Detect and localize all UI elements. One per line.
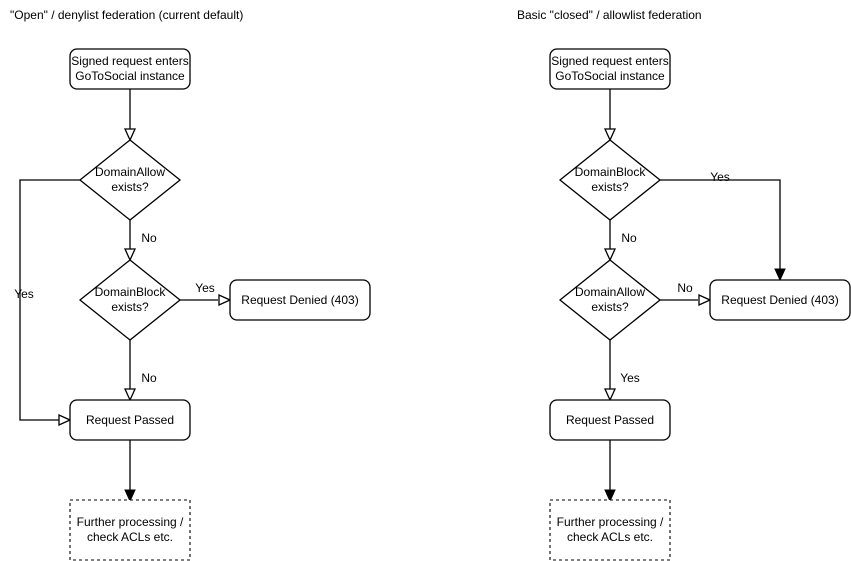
right-edge-decision1-yes-to-denied	[660, 179, 786, 282]
arrowhead-open-icon	[123, 248, 137, 262]
left-decision2-node	[78, 259, 182, 341]
arrowhead-open-icon	[698, 293, 712, 307]
right-further-node	[549, 499, 671, 561]
left-edge-decision2-yes-to-denied	[180, 293, 232, 307]
left-start-node	[69, 48, 191, 90]
arrowhead-open-icon	[58, 413, 72, 427]
right-flow-shapes	[549, 48, 851, 561]
arrowhead-open-icon	[123, 128, 137, 142]
right-decision2-node	[558, 259, 662, 341]
left-denied-node	[229, 279, 371, 321]
left-decision1-node	[78, 139, 182, 221]
left-flow-title: "Open" / denylist federation (current de…	[10, 8, 244, 22]
left-edge-start-to-decision1	[123, 89, 137, 142]
arrowhead-open-icon	[603, 128, 617, 142]
right-edge-passed-to-further	[604, 440, 616, 503]
arrowhead-filled-icon	[604, 489, 616, 503]
left-edge-passed-to-further	[124, 440, 136, 503]
arrowhead-open-icon	[123, 388, 137, 402]
right-start-node	[549, 48, 671, 90]
right-decision1-node	[558, 139, 662, 221]
arrowhead-filled-icon	[774, 268, 786, 282]
left-passed-node	[69, 399, 191, 441]
left-flow-shapes	[19, 48, 371, 561]
right-passed-node	[549, 399, 671, 441]
right-denied-node	[709, 279, 851, 321]
right-edge-decision2-yes-to-passed	[603, 340, 617, 402]
arrowhead-filled-icon	[124, 489, 136, 503]
left-edge-decision1-to-decision2	[123, 220, 137, 262]
arrowhead-open-icon	[218, 293, 232, 307]
right-edge-decision2-no-to-denied	[660, 293, 712, 307]
right-edge-start-to-decision1	[603, 89, 617, 142]
right-flow-title: Basic "closed" / allowlist federation	[517, 8, 702, 22]
right-edge-decision1-to-decision2	[603, 220, 617, 262]
left-edge-decision2-no-to-passed	[123, 340, 137, 402]
left-further-node	[69, 499, 191, 561]
arrowhead-open-icon	[603, 388, 617, 402]
arrowhead-open-icon	[603, 248, 617, 262]
left-edge-decision1-yes-to-passed	[19, 179, 80, 427]
